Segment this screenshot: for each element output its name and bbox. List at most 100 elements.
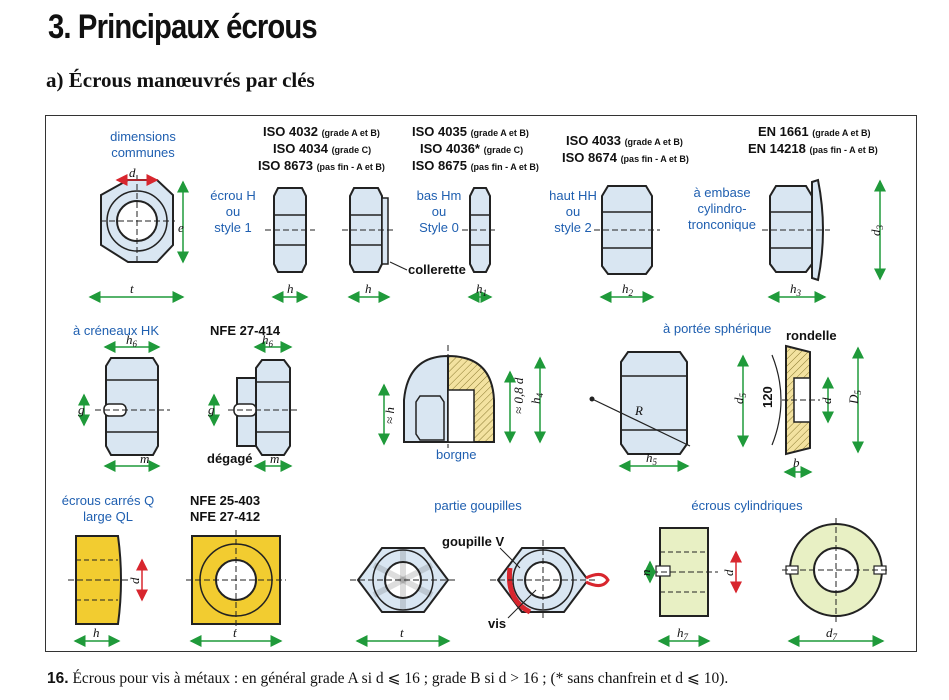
embase-label: à embase — [693, 185, 750, 200]
iso-8673-label: ISO 8673 — [258, 158, 313, 173]
iso-4033-label: ISO 4033 — [566, 133, 621, 148]
goupilles-group: partie goupilles t goupille V vis — [350, 498, 610, 647]
en-1661-label: EN 1661 — [758, 124, 809, 139]
en-1661-group: EN 1661 (grade A et B) EN 14218 (pas fin… — [688, 124, 886, 303]
collerette-label: collerette — [408, 262, 466, 277]
svg-text:t: t — [400, 625, 404, 640]
svg-text:ISO 4033 (grade A et B): ISO 4033 (grade A et B) — [566, 133, 683, 148]
svg-text:g: g — [78, 402, 85, 417]
dim-h3: h3 — [790, 281, 802, 298]
dim-h1: h1 — [476, 281, 487, 298]
svg-text:ISO 4034 (grade C): ISO 4034 (grade C) — [273, 141, 371, 156]
svg-text:h6: h6 — [126, 332, 138, 349]
svg-text:m: m — [140, 451, 149, 466]
svg-text:h4: h4 — [528, 393, 545, 405]
svg-text:ISO 4036* (grade C): ISO 4036* (grade C) — [420, 141, 523, 156]
svg-text:EN 14218 (pas fin - A et B): EN 14218 (pas fin - A et B) — [748, 141, 878, 156]
svg-text:m: m — [270, 451, 279, 466]
carres-label-1: écrous carrés Q — [62, 493, 154, 508]
iso-4032-group: ISO 4032 (grade A et B) ISO 4034 (grade … — [210, 124, 466, 303]
svg-text:ISO 8674 (pas fin - A et B): ISO 8674 (pas fin - A et B) — [562, 150, 689, 165]
dim-d3: d3 — [868, 225, 885, 237]
common-dimensions: dimensions communes d e t — [88, 129, 189, 303]
svg-text:large QL: large QL — [83, 509, 133, 524]
iso-4035-group: ISO 4035 (grade A et B) ISO 4036* (grade… — [412, 124, 539, 303]
svg-text:d: d — [721, 569, 736, 576]
svg-text:h6: h6 — [262, 332, 274, 349]
goupilles-label: partie goupilles — [434, 498, 522, 513]
svg-text:ou: ou — [226, 204, 240, 219]
nfe-25-403-label: NFE 25-403 — [190, 493, 260, 508]
svg-text:≈ h: ≈ h — [382, 407, 397, 424]
svg-text:≈ 0,8 d: ≈ 0,8 d — [511, 377, 526, 414]
svg-text:ISO 4035 (grade A et B): ISO 4035 (grade A et B) — [412, 124, 529, 139]
svg-text:cylindro-: cylindro- — [697, 201, 746, 216]
caption-text: Écrous pour vis à métaux : en général gr… — [72, 670, 729, 687]
bas-hm-label: bas Hm — [417, 188, 462, 203]
svg-text:g: g — [208, 402, 215, 417]
svg-text:style 1: style 1 — [214, 220, 252, 235]
spherique-group: à portée sphérique R h5 d5 120 rondelle … — [589, 321, 864, 478]
svg-text:d: d — [127, 577, 142, 584]
creneaux-label: à créneaux HK — [73, 323, 159, 338]
iso-8674-label: ISO 8674 — [562, 150, 618, 165]
goupille-label: goupille V — [442, 534, 504, 549]
page-title: 3. Principaux écrous — [48, 8, 318, 46]
svg-text:h7: h7 — [677, 625, 689, 642]
svg-text:h5: h5 — [646, 450, 658, 467]
svg-text:style 2: style 2 — [554, 220, 592, 235]
nfe-25-403-group: NFE 25-403 NFE 27-412 t — [186, 493, 286, 647]
carres-group: écrous carrés Q large QL d h — [62, 493, 154, 647]
svg-text:R: R — [634, 403, 643, 418]
cylindriques-group: écrous cylindriques n d h7 d7 — [638, 498, 890, 647]
iso-4035-label: ISO 4035 — [412, 124, 467, 139]
nut-embase-side — [769, 185, 813, 273]
svg-text:h: h — [93, 625, 100, 640]
svg-text:Style 0: Style 0 — [419, 220, 459, 235]
spherique-label: à portée sphérique — [663, 321, 771, 336]
svg-text:d: d — [819, 397, 834, 404]
dim-h2: h2 — [622, 281, 634, 298]
svg-text:ou: ou — [432, 204, 446, 219]
svg-text:b: b — [793, 455, 800, 470]
nut-nfe-27-414 — [255, 359, 291, 456]
iso-4033-group: ISO 4033 (grade A et B) ISO 8674 (pas fi… — [549, 133, 689, 303]
nut-spherique — [620, 351, 688, 455]
dim-e: e — [178, 220, 184, 235]
section-subtitle: a) Écrous manœuvrés par clés — [46, 68, 315, 92]
svg-text:n: n — [638, 570, 653, 577]
dim-h-1: h — [287, 281, 294, 296]
svg-text:d5: d5 — [731, 393, 748, 405]
goupille-pin — [506, 567, 532, 615]
common-label-1: dimensions — [110, 129, 176, 144]
nfe-27-414-group: NFE 27-414 h6 g dégagé m — [207, 323, 300, 472]
nfe-27-412-label: NFE 27-412 — [190, 509, 260, 524]
dim-h-2: h — [365, 281, 372, 296]
iso-4032-label: ISO 4032 — [263, 124, 318, 139]
svg-text:D5: D5 — [846, 390, 863, 405]
degage-label: dégagé — [207, 451, 253, 466]
svg-text:ISO 8673 (pas fin - A et B): ISO 8673 (pas fin - A et B) — [258, 158, 385, 173]
rondelle-label: rondelle — [786, 328, 837, 343]
iso-4036-label: ISO 4036* — [420, 141, 481, 156]
iso-4034-label: ISO 4034 — [273, 141, 329, 156]
svg-text:d7: d7 — [826, 625, 838, 642]
creneaux-group: à créneaux HK h6 g m — [73, 323, 170, 472]
figure-panel — [45, 115, 917, 652]
caption-number: 16. — [47, 670, 69, 687]
svg-text:120: 120 — [760, 386, 775, 408]
svg-text:EN 1661 (grade A et B): EN 1661 (grade A et B) — [758, 124, 871, 139]
en-14218-label: EN 14218 — [748, 141, 806, 156]
nut-hk-side — [105, 357, 159, 456]
iso-8675-label: ISO 8675 — [412, 158, 467, 173]
dim-d: d — [129, 165, 136, 180]
svg-text:tronconique: tronconique — [688, 217, 756, 232]
svg-text:ISO 4032 (grade A et B): ISO 4032 (grade A et B) — [263, 124, 380, 139]
borgne-group: ≈ h ≈ 0,8 d h4 borgne — [378, 345, 546, 462]
cylindriques-label: écrous cylindriques — [691, 498, 803, 513]
svg-text:t: t — [233, 625, 237, 640]
nfe-27-414-label: NFE 27-414 — [210, 323, 281, 338]
common-label-2: communes — [111, 145, 175, 160]
figure-caption: 16. Écrous pour vis à métaux : en généra… — [47, 669, 728, 688]
